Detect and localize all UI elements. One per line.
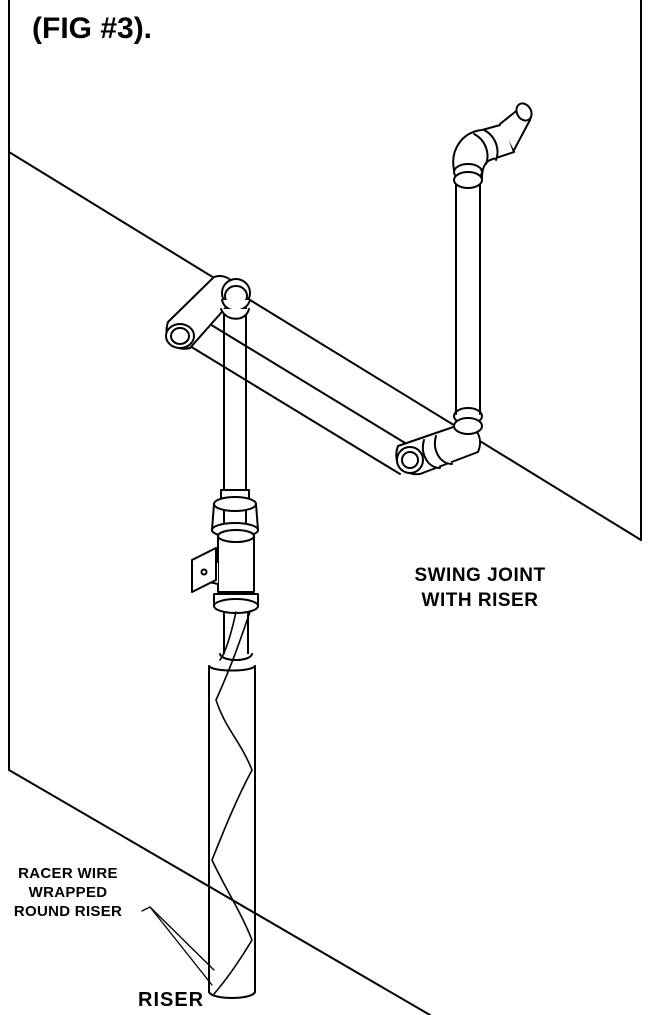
tee-fitting xyxy=(191,529,259,614)
tracer-label-line-1: RACER WIRE xyxy=(18,865,118,882)
right-vertical-pipe xyxy=(455,183,481,415)
tracer-leader-lines xyxy=(141,906,215,986)
riser-label: RISER xyxy=(138,989,205,1011)
tracer-wire-label: RACER WIRE WRAPPED ROUND RISER xyxy=(0,864,148,921)
riser-upper-pipe xyxy=(223,303,247,491)
swing-joint-label-line-2: WITH RISER xyxy=(421,590,539,611)
tracer-label-line-3: ROUND RISER xyxy=(13,903,123,920)
figure-title: (FIG #3). xyxy=(32,12,153,45)
top-right-elbow xyxy=(452,102,533,189)
tracer-label-line-2: WRAPPED xyxy=(28,884,108,901)
tracer-wire xyxy=(211,611,253,995)
wall-bottom-line xyxy=(8,769,431,1015)
swing-joint-label: SWING JOINT WITH RISER xyxy=(360,563,600,613)
wall-top-line xyxy=(8,151,642,541)
horizontal-pipe xyxy=(179,311,411,475)
riser-lower-pipe xyxy=(208,611,256,999)
swing-joint-label-line-1: SWING JOINT xyxy=(414,565,546,586)
right-lower-elbow xyxy=(395,407,483,476)
frame-lines xyxy=(8,0,642,1015)
left-elbow xyxy=(165,275,251,350)
